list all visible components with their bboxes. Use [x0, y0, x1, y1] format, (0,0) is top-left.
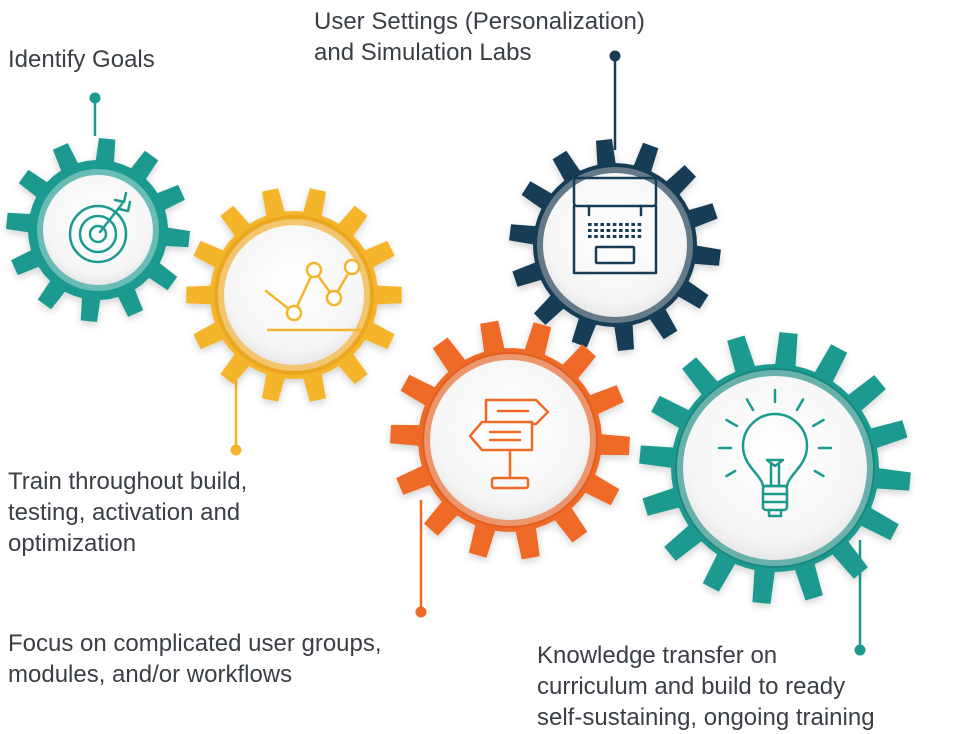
signpost-icon [468, 398, 550, 490]
gears-layer [6, 138, 911, 604]
label-identify-goals: Identify Goals [8, 46, 155, 73]
connector-dot-focus-complicated [415, 606, 427, 618]
connector-dot-train-throughout [230, 444, 242, 456]
lightbulb-icon [717, 388, 833, 518]
connector-dot-user-settings [609, 50, 621, 62]
gear-user-settings [509, 139, 721, 351]
gear-focus-complicated [390, 320, 630, 560]
connector-dot-knowledge-transfer [854, 644, 866, 656]
connector-dot-identify-goals [89, 92, 101, 104]
line-chart-icon [264, 258, 362, 332]
gear-identify-goals [6, 138, 190, 322]
label-focus-complicated: Focus on complicated user groups, module… [8, 630, 382, 688]
laptop-icon [572, 176, 658, 275]
label-user-settings: User Settings (Personalization) and Simu… [314, 8, 645, 66]
label-train-throughout: Train throughout build, testing, activat… [8, 468, 248, 557]
gear-train-throughout [186, 188, 402, 402]
gear-knowledge-transfer [639, 332, 911, 604]
target-icon [68, 191, 132, 264]
label-knowledge-transfer: Knowledge transfer on curriculum and bui… [537, 642, 875, 731]
connector-lines [89, 50, 866, 656]
